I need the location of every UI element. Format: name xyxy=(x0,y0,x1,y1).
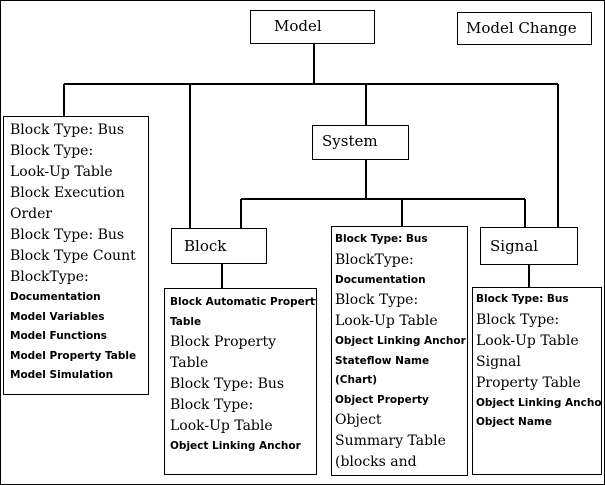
system-list-item: Object Linking Anchor xyxy=(335,335,466,347)
system-properties-box xyxy=(331,226,468,476)
model-list-item: Block Type: xyxy=(10,143,94,159)
system-list-item: Object Property xyxy=(335,393,429,406)
system-list-item: Documentation xyxy=(335,273,426,286)
signal-list-item: Block Type: Bus xyxy=(476,293,569,305)
model-list-item: Model Property Table xyxy=(10,349,137,362)
node-model xyxy=(250,10,375,44)
system-list-item: Object xyxy=(335,412,382,428)
model-properties-box xyxy=(3,116,149,395)
signal-list-item: Property Table xyxy=(476,374,581,391)
signal-list-item: Look-Up Table xyxy=(476,332,579,349)
node-model-label: Model xyxy=(274,17,322,35)
node-signal xyxy=(480,227,578,265)
node-model-change xyxy=(457,12,592,45)
signal-list-item: Signal xyxy=(476,353,521,370)
signal-list-item: Object Name xyxy=(476,416,552,428)
model-list-item: Model Functions xyxy=(10,330,107,342)
node-model-change-label: Model Change xyxy=(466,19,577,37)
block-list-item: Object Linking Anchor xyxy=(170,440,301,452)
block-list-item: Block Property xyxy=(170,334,276,350)
model-list-item: Block Type: Bus xyxy=(10,122,125,138)
node-system-label: System xyxy=(322,132,378,150)
model-list-item: Order xyxy=(10,206,53,222)
model-list-item: Look-Up Table xyxy=(10,164,113,180)
signal-list-item: Block Type: xyxy=(476,311,560,328)
system-list-item: Stateflow Name xyxy=(335,354,430,367)
node-system xyxy=(312,125,409,160)
block-list-item: Table xyxy=(170,355,209,371)
node-block-label: Block xyxy=(184,237,227,255)
model-list-item: Block Type: Bus xyxy=(10,227,125,243)
signal-list-item: Object Linking Anchor xyxy=(476,396,601,409)
system-list-item: Look-Up Table xyxy=(335,313,438,329)
block-list-item: Block Type: Bus xyxy=(170,376,285,392)
model-list-item: Block Type Count xyxy=(10,248,136,264)
node-block xyxy=(171,228,267,264)
model-list-item: Block Execution xyxy=(10,185,125,201)
block-list-item: Look-Up Table xyxy=(170,418,273,434)
block-list-item: Block Automatic Property xyxy=(170,296,316,308)
signal-properties-box xyxy=(472,287,602,475)
system-list-item: BlockType: xyxy=(335,251,414,268)
system-list-item: (blocks and xyxy=(335,454,417,470)
block-properties-box xyxy=(164,288,317,475)
block-list-item: Table xyxy=(170,315,202,328)
node-signal-label: Signal xyxy=(490,237,539,255)
model-list-item: Model Simulation xyxy=(10,369,114,381)
system-list-item: Summary Table xyxy=(335,433,446,449)
model-list-item: BlockType: xyxy=(10,269,89,285)
model-list-item: Model Variables xyxy=(10,310,105,323)
system-list-item: (Chart) xyxy=(335,374,378,386)
block-list-item: Block Type: xyxy=(170,397,254,413)
model-list-item: Documentation xyxy=(10,291,101,303)
system-list-item: Block Type: Bus xyxy=(335,233,428,245)
system-list-item: Block Type: xyxy=(335,292,419,308)
